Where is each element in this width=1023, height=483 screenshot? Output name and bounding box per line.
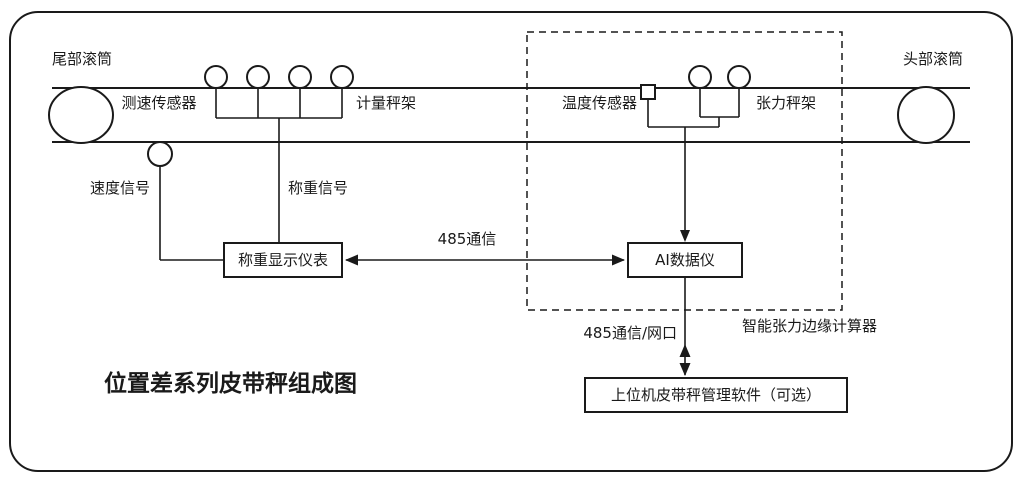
arrow-up-icon [679, 344, 691, 357]
arrow-left-icon [345, 254, 358, 266]
tail-pulley-circle [48, 86, 114, 144]
edge-computer-label: 智能张力边缘计算器 [742, 317, 877, 335]
tension-roller-2 [727, 65, 751, 89]
weighing-signal-label: 称重信号 [288, 179, 348, 197]
diagram-title: 位置差系列皮带秤组成图 [104, 370, 357, 397]
temperature-sensor-label: 温度传感器 [562, 94, 637, 112]
tension-roller-1 [688, 65, 712, 89]
tail-pulley-label: 尾部滚筒 [52, 50, 112, 68]
speed-sensor-circle [147, 141, 173, 167]
host-software-label: 上位机皮带秤管理软件（可选） [611, 386, 821, 404]
metering-roller-3 [288, 65, 312, 89]
weighing-display-label: 称重显示仪表 [238, 251, 328, 269]
tension-frame-label: 张力秤架 [756, 94, 816, 112]
metering-roller-2 [246, 65, 270, 89]
head-pulley-circle [897, 86, 955, 144]
head-pulley-label: 头部滚筒 [903, 50, 963, 68]
metering-roller-1 [204, 65, 228, 89]
arrow-right-icon [612, 254, 625, 266]
metering-frame-label: 计量秤架 [356, 94, 416, 112]
arrow-down-into-ai-icon [680, 230, 690, 242]
outer-border [9, 11, 1013, 472]
speed-signal-label: 速度信号 [90, 179, 150, 197]
speed-sensor-label: 测速传感器 [121, 94, 196, 112]
temperature-sensor-square [640, 84, 656, 100]
ai-data-label: AI数据仪 [655, 251, 715, 269]
comm-485-label: 485通信 [438, 230, 497, 248]
arrow-down-into-software-icon [679, 363, 691, 376]
weighing-display-box [223, 242, 343, 278]
host-software-box [584, 377, 848, 413]
comm-485-net-label: 485通信/网口 [583, 324, 677, 342]
metering-roller-4 [330, 65, 354, 89]
